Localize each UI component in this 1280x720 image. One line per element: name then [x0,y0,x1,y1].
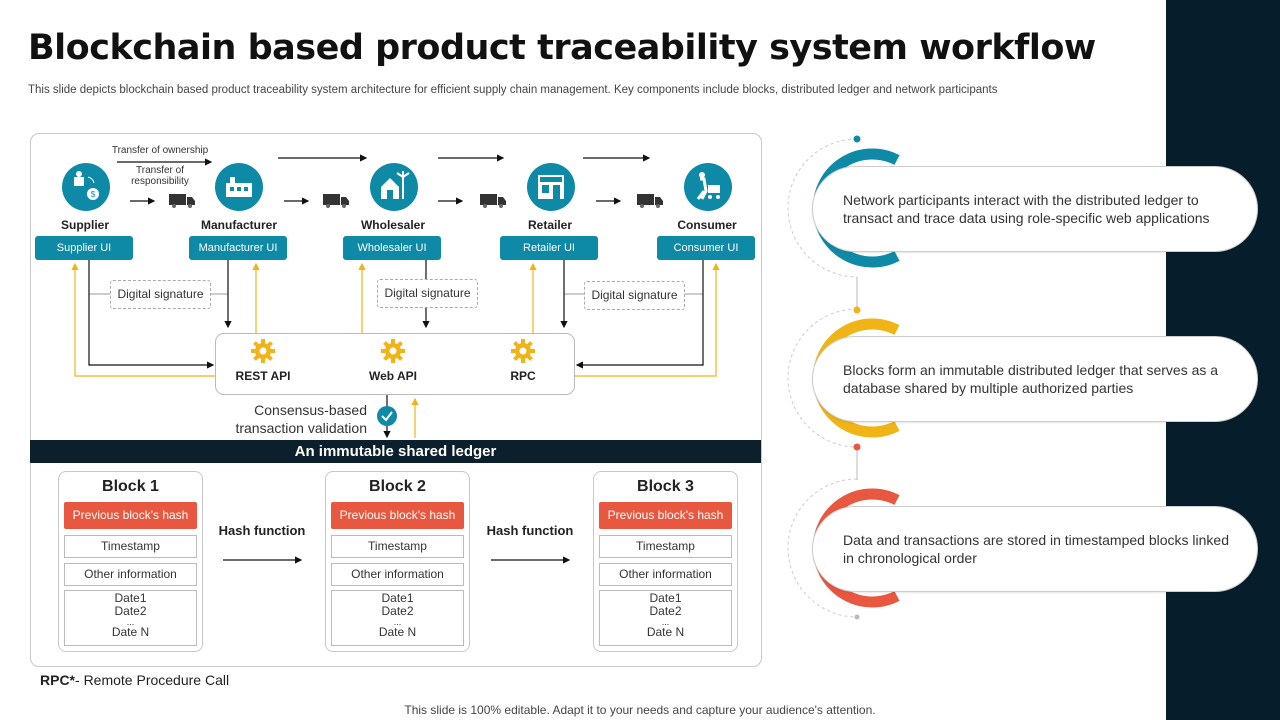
date-entry: Date2 [381,604,414,618]
participant-label: Retailer [527,218,573,232]
rpc-footnote: RPC*- Remote Procedure Call [40,672,229,688]
other-information-field: Other information [331,563,464,586]
participant-ui-button[interactable]: Retailer UI [500,236,598,260]
block-title: Block 3 [637,478,694,495]
other-information-field: Other information [64,563,197,586]
previous-hash-field: Previous block's hash [331,502,464,529]
previous-hash-field: Previous block's hash [599,502,732,529]
participant-label: Wholesaler [360,218,426,232]
other-information-field: Other information [599,563,732,586]
block-title: Block 1 [102,478,159,495]
timestamp-field: Timestamp [599,535,732,558]
ledger-title: An immutable shared ledger [30,440,761,463]
store-icon [527,163,575,211]
gear-icon [381,339,405,363]
api-label: REST API [235,369,291,383]
date-entry: ... [393,617,402,627]
truck-icon [637,194,663,208]
date-entry: ... [126,617,135,627]
date-entry: Date N [378,625,417,639]
date-entry: Date N [646,625,685,639]
footer-note: This slide is 100% editable. Adapt it to… [404,703,876,717]
supplier-icon: $ [62,163,110,211]
consensus-label: Consensus-based transaction validation [235,402,367,436]
timestamp-field: Timestamp [64,535,197,558]
note-text: Network participants interact with the d… [843,192,1210,226]
timestamp-field: Timestamp [331,535,464,558]
truck-icon [480,194,506,208]
date-entry: Date1 [649,591,682,605]
digital-signature-1: Digital signature [110,280,211,309]
truck-icon [323,194,349,208]
gear-icon [511,339,535,363]
participant-ui-button[interactable]: Supplier UI [35,236,133,260]
svg-text:$: $ [91,190,96,199]
previous-hash-field: Previous block's hash [64,502,197,529]
participant-ui-button[interactable]: Wholesaler UI [343,236,441,260]
transfer-ownership-label: Transfer of ownership [111,145,209,156]
page-subtitle: This slide depicts blockchain based prod… [28,84,998,96]
workflow-panel [30,133,762,667]
date-entry: Date2 [114,604,147,618]
check-icon [377,406,397,426]
participant-ui-button[interactable]: Consumer UI [657,236,755,260]
hash-function-label-2: Hash function [486,523,574,538]
factory-icon [215,163,263,211]
rpc-abbr: RPC* [40,672,76,688]
rpc-definition: - Remote Procedure Call [75,672,230,688]
api-label: Web API [368,369,417,383]
note-card: Blocks form an immutable distributed led… [812,336,1258,422]
date-entry: Date1 [381,591,414,605]
block-title: Block 2 [369,478,426,495]
date-entry: ... [661,617,670,627]
shopping-cart-icon [684,163,732,211]
participant-label: Manufacturer [200,218,277,232]
participant-label: Consumer [677,218,737,232]
hash-function-label-1: Hash function [218,523,306,538]
gear-icon [251,339,275,363]
truck-icon [169,194,195,208]
participant-ui-button[interactable]: Manufacturer UI [189,236,287,260]
participant-label: Supplier [60,218,109,232]
note-card: Network participants interact with the d… [812,166,1258,252]
note-card: Data and transactions are stored in time… [812,506,1258,592]
transfer-responsibility-label: Transfer of responsibility [131,165,189,187]
warehouse-icon [370,163,418,211]
note-text: Blocks form an immutable distributed led… [843,362,1219,396]
api-label: RPC [510,369,536,383]
date-entry: Date2 [649,604,682,618]
date-entry: Date1 [114,591,147,605]
note-text: Data and transactions are stored in time… [843,532,1229,566]
date-entry: Date N [111,625,150,639]
digital-signature-3: Digital signature [584,281,685,310]
page-title: Blockchain based product traceability sy… [28,28,1096,68]
digital-signature-2: Digital signature [377,279,478,308]
